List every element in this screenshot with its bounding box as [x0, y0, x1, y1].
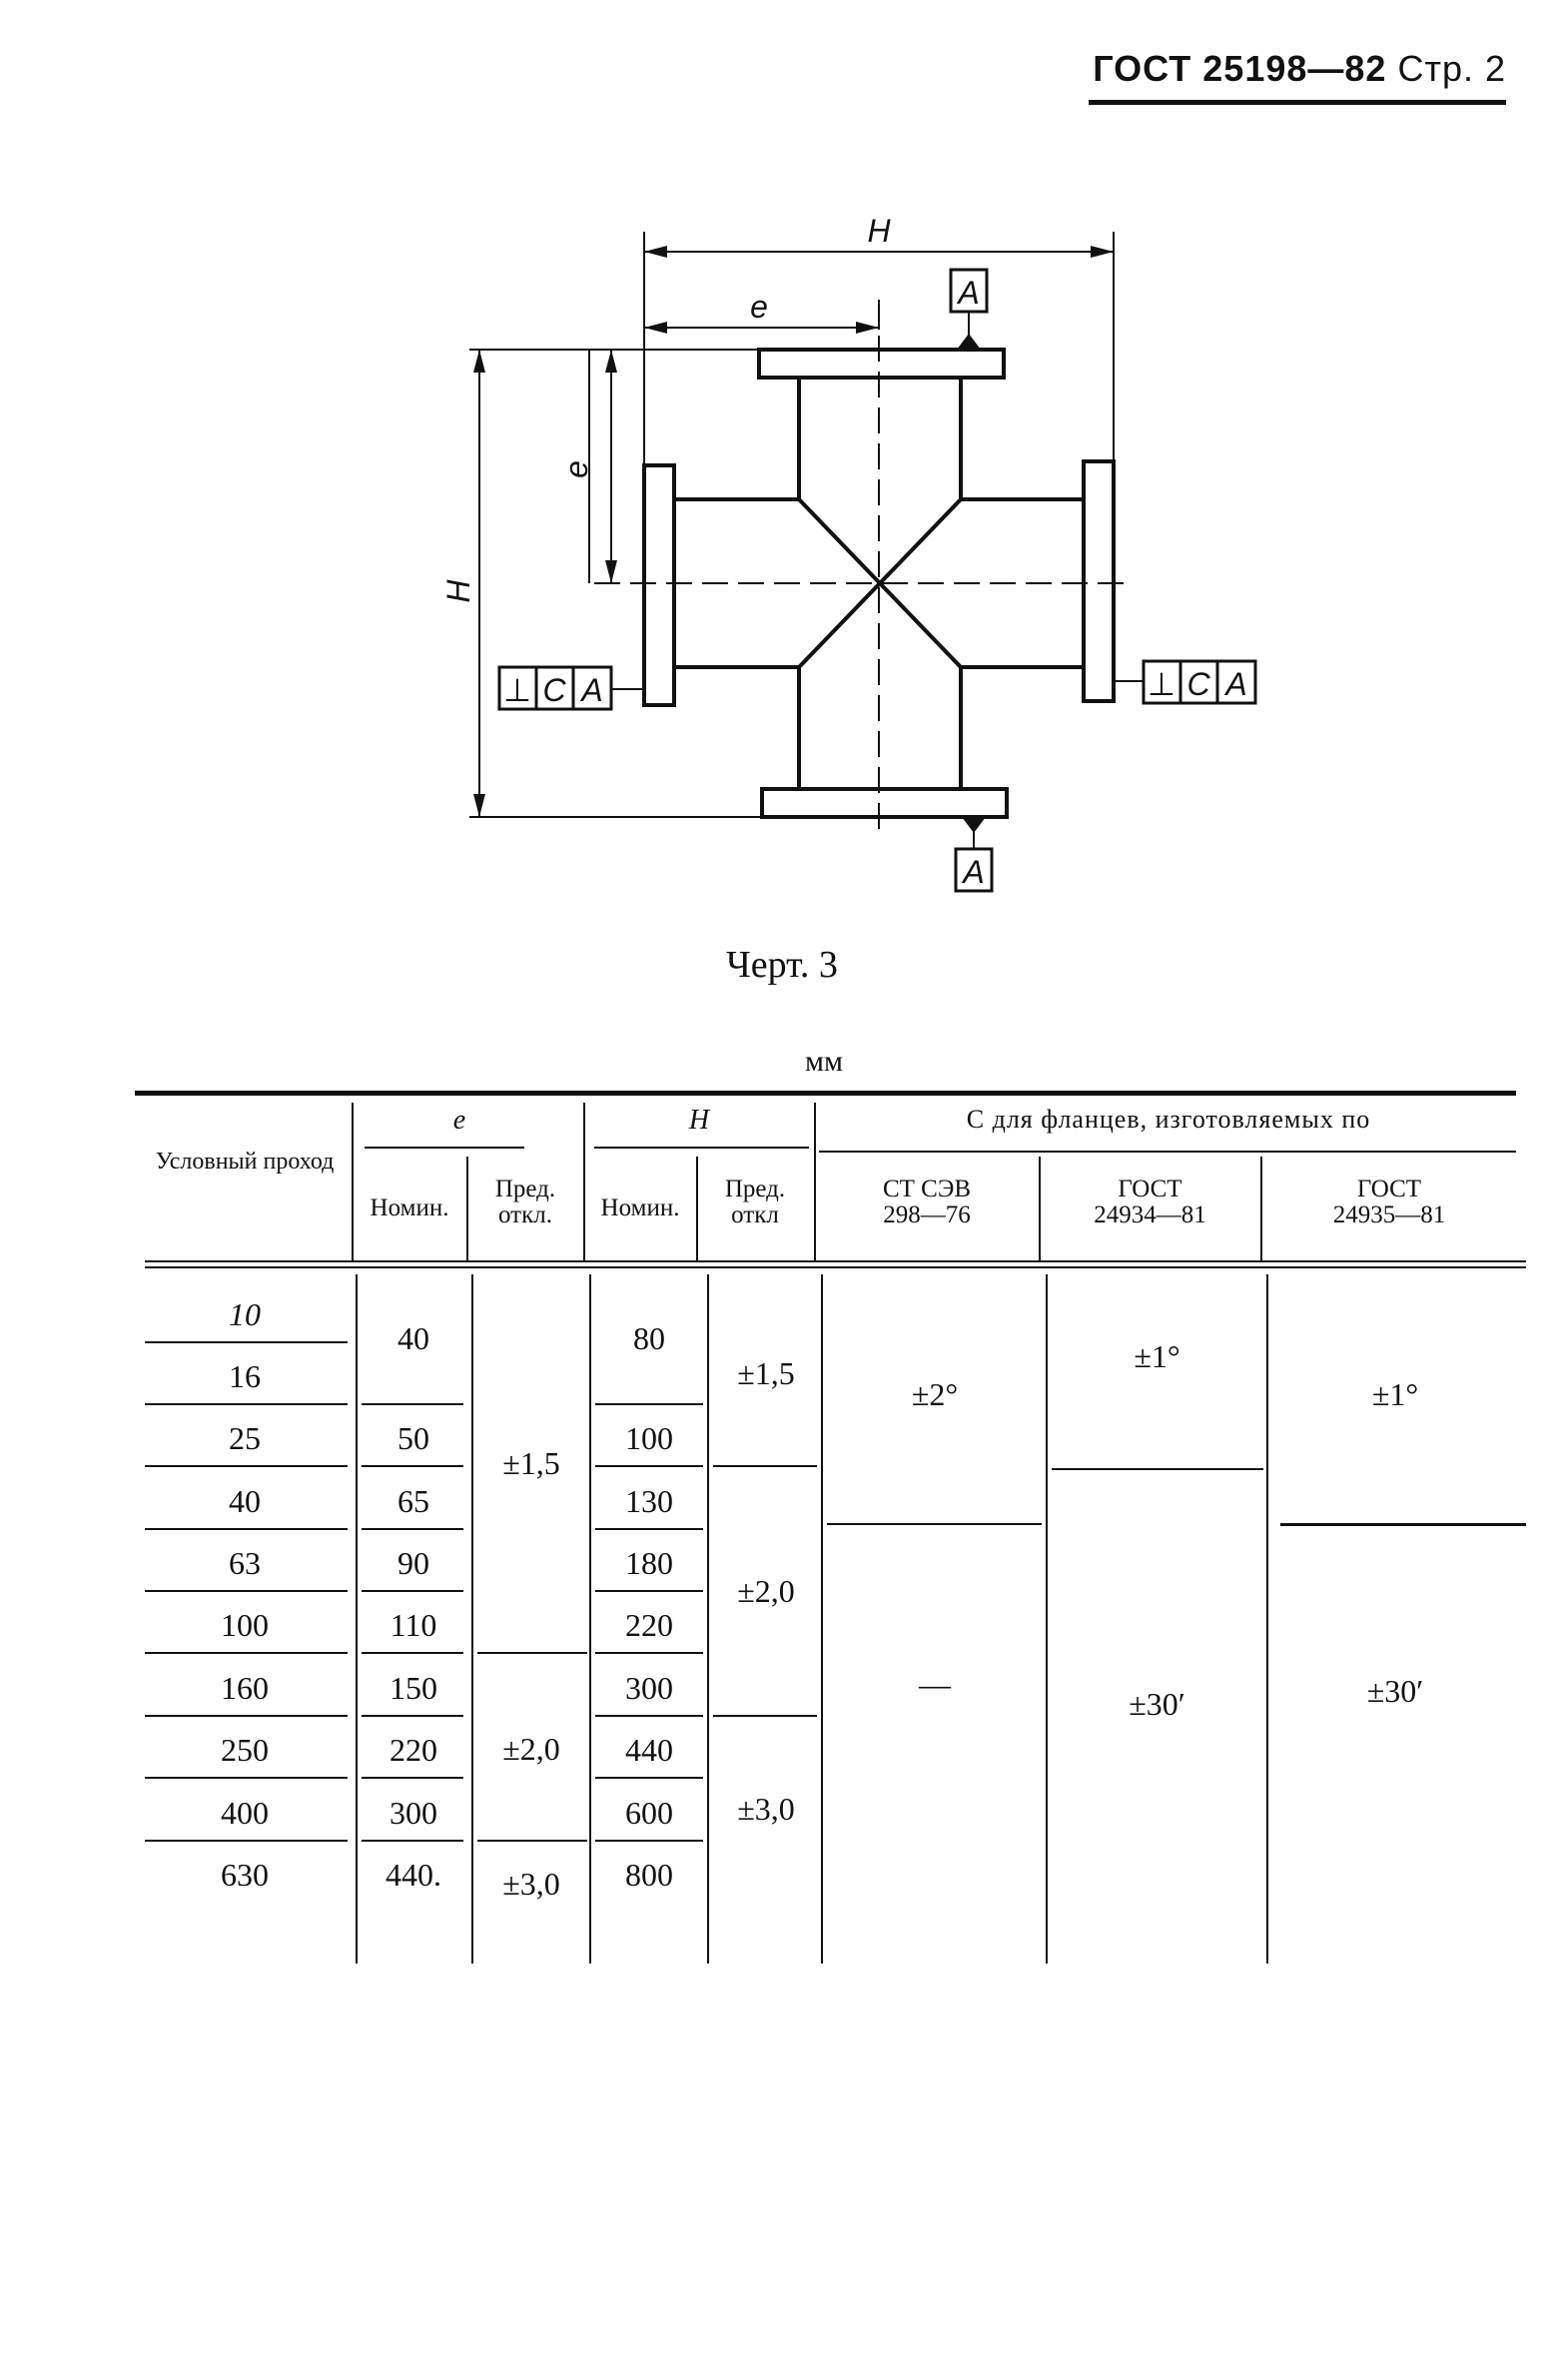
c-std1-tol-1: ±2°	[911, 1376, 959, 1412]
page-header: ГОСТ 25198—82 Стр. 2	[1093, 48, 1506, 90]
e-nom-110: 110	[390, 1607, 437, 1643]
right-flange	[1082, 459, 1116, 703]
frame-left-symbol: ⊥	[503, 672, 531, 708]
H-nom-80: 80	[633, 1320, 665, 1356]
cross-fitting-drawing: H e e H A A ⊥ C A ⊥ C A	[440, 213, 1257, 893]
H-nom-220: 220	[625, 1607, 673, 1643]
bottom-flange	[760, 787, 1009, 819]
label-e-top: e	[750, 289, 768, 325]
bore-100: 100	[221, 1607, 269, 1643]
H-tol-3: ±3,0	[737, 1791, 795, 1827]
bore-16: 16	[229, 1358, 261, 1394]
table-units: мм	[805, 1045, 843, 1078]
c-std3-tol-1: ±1°	[1371, 1376, 1419, 1412]
e-nom-40: 40	[397, 1320, 429, 1356]
page-number: Стр. 2	[1397, 48, 1506, 89]
H-nom-300: 300	[625, 1670, 673, 1706]
H-nom-130: 130	[625, 1483, 673, 1519]
e-nom-150: 150	[390, 1670, 437, 1706]
H-nom-180: 180	[625, 1545, 673, 1581]
left-flange	[642, 463, 676, 707]
header-e: e	[452, 1105, 466, 1136]
frame-left-c: C	[542, 672, 566, 708]
frame-right	[1142, 659, 1257, 705]
frame-right-symbol: ⊥	[1148, 666, 1175, 702]
e-tol-3: ±3,0	[502, 1866, 560, 1902]
table-top-rule	[135, 1091, 1516, 1096]
header-std2: ГОСТ 24934—81	[1094, 1176, 1206, 1228]
e-nom-50: 50	[397, 1420, 429, 1456]
H-tol-2: ±2,0	[737, 1573, 795, 1609]
e-nom-300: 300	[390, 1795, 437, 1831]
datum-top-label: A	[956, 275, 979, 311]
header-H-nom: Номин.	[600, 1194, 680, 1221]
c-std3-tol-2: ±30′	[1366, 1673, 1424, 1709]
bore-250: 250	[221, 1732, 269, 1768]
e-nom-65: 65	[397, 1483, 429, 1519]
header-H-tol: Пред. откл	[724, 1176, 786, 1228]
bore-400: 400	[221, 1795, 269, 1831]
c-std1-tol-2: —	[919, 1666, 951, 1702]
c-std2-tol-2: ±30′	[1129, 1686, 1185, 1722]
label-H-left: H	[440, 579, 476, 603]
frame-right-c: C	[1186, 666, 1210, 702]
bore-10: 10	[229, 1296, 261, 1332]
frame-left-a: A	[579, 672, 602, 708]
header-nominal-bore: Условный проход	[155, 1149, 335, 1175]
datum-bottom-label: A	[961, 854, 984, 890]
datum-box-top	[949, 268, 989, 314]
H-nom-800: 800	[625, 1857, 673, 1893]
label-H-top: H	[867, 213, 891, 249]
frame-left	[497, 665, 613, 711]
body-diagonals	[797, 497, 963, 669]
standard-number: ГОСТ 25198—82	[1093, 48, 1387, 89]
e-nom-440: 440.	[386, 1857, 441, 1893]
header-e-tol: Пред. откл.	[494, 1176, 556, 1228]
H-nom-100: 100	[625, 1420, 673, 1456]
e-tol-2: ±2,0	[502, 1731, 560, 1767]
header-rule	[1089, 100, 1506, 105]
c-std2-tol-1: ±1°	[1134, 1338, 1180, 1374]
figure-caption: Черт. 3	[726, 944, 838, 986]
header-H: H	[688, 1105, 710, 1136]
bore-63: 63	[229, 1545, 261, 1581]
H-tol-1: ±1,5	[737, 1355, 795, 1391]
e-tol-1: ±1,5	[502, 1445, 560, 1481]
datum-box-bottom	[954, 847, 994, 893]
e-nom-90: 90	[397, 1545, 429, 1581]
header-std1: СТ СЭВ 298—76	[882, 1176, 972, 1228]
label-e-left: e	[558, 460, 594, 478]
H-nom-600: 600	[625, 1795, 673, 1831]
H-nom-440: 440	[625, 1732, 673, 1768]
header-C-group: C для фланцев, изготовляемых по	[966, 1105, 1371, 1134]
frame-right-a: A	[1223, 666, 1246, 702]
bore-40: 40	[229, 1483, 261, 1519]
bore-160: 160	[221, 1670, 269, 1706]
header-std3: ГОСТ 24935—81	[1332, 1176, 1446, 1228]
bore-630: 630	[221, 1857, 269, 1893]
top-flange	[757, 348, 1006, 380]
e-nom-220: 220	[390, 1732, 437, 1768]
bore-25: 25	[229, 1420, 261, 1456]
header-e-nom: Номин.	[370, 1194, 449, 1221]
